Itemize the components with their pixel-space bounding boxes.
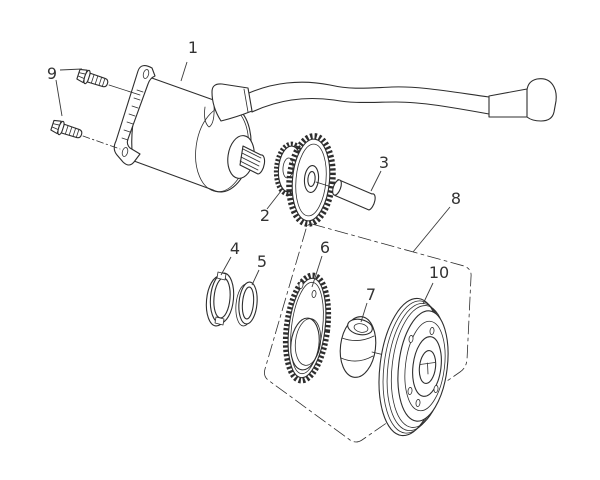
terminal-boot-fold — [243, 88, 249, 113]
callout-label-9: 9 — [47, 64, 57, 83]
callout-6: 6 — [311, 238, 330, 288]
cable-boot — [526, 78, 557, 122]
clutch-housing — [378, 297, 449, 437]
terminal-boot — [211, 83, 253, 122]
callouts: 1 2 3 4 5 6 7 8 — [47, 38, 461, 323]
splined-shaft — [239, 145, 266, 175]
callout-label-2: 2 — [260, 206, 270, 225]
mounting-flange — [113, 65, 156, 166]
clutch-gear-hole-1 — [298, 281, 304, 289]
idler-gear-pin — [315, 178, 376, 211]
cable-wire-bottom — [251, 98, 490, 115]
callout-3: 3 — [370, 153, 389, 192]
assembly-boundary — [264, 223, 472, 443]
bore-keyway — [419, 362, 436, 375]
housing-bolt-holes — [407, 327, 439, 407]
washer-tab-top — [216, 271, 227, 281]
callout-7: 7 — [360, 285, 376, 323]
idler-gear — [273, 133, 336, 227]
bolt-2-axis-line — [82, 135, 121, 150]
roller-band-line-1 — [341, 335, 375, 341]
cable-wire-top — [248, 81, 490, 98]
clutch-gear-hole-2 — [311, 290, 317, 298]
callout-5: 5 — [251, 252, 267, 286]
callout-8: 8 — [412, 189, 461, 253]
callout-1: 1 — [180, 38, 198, 82]
flange-hole-top — [142, 69, 150, 79]
flange-bolt-1 — [76, 68, 109, 88]
starter-cable — [248, 78, 557, 122]
callout-label-5: 5 — [257, 252, 267, 271]
callout-label-1: 1 — [188, 38, 198, 57]
washer-tab-bottom — [214, 316, 225, 326]
one-way-clutch — [339, 316, 410, 378]
callout-4: 4 — [220, 239, 240, 276]
callout-2: 2 — [260, 190, 282, 225]
cable-connector — [488, 88, 529, 118]
starter-motor — [113, 65, 266, 193]
callout-label-8: 8 — [451, 189, 461, 208]
callout-10: 10 — [422, 263, 449, 305]
flange-bolt-2 — [50, 119, 83, 139]
callout-9: 9 — [47, 64, 83, 117]
thrust-washer — [205, 271, 235, 327]
flange-rib-hatching — [121, 89, 144, 141]
callout-label-4: 4 — [230, 239, 240, 258]
spline-ridges — [239, 148, 262, 171]
brush-pocket — [204, 103, 215, 128]
callout-label-3: 3 — [379, 153, 389, 172]
roller-band-line-2 — [340, 355, 374, 362]
flange-hole-bottom — [121, 147, 129, 157]
bolt-1-axis-line — [108, 84, 141, 96]
snap-ring — [235, 281, 258, 327]
callout-label-6: 6 — [320, 238, 330, 257]
callout-label-10: 10 — [429, 263, 449, 282]
callout-label-7: 7 — [366, 285, 376, 304]
one-way-clutch-face — [347, 318, 373, 336]
idler-gear-large — [286, 133, 336, 227]
mounting-bolts — [50, 68, 141, 150]
clutch-gear — [282, 272, 332, 384]
